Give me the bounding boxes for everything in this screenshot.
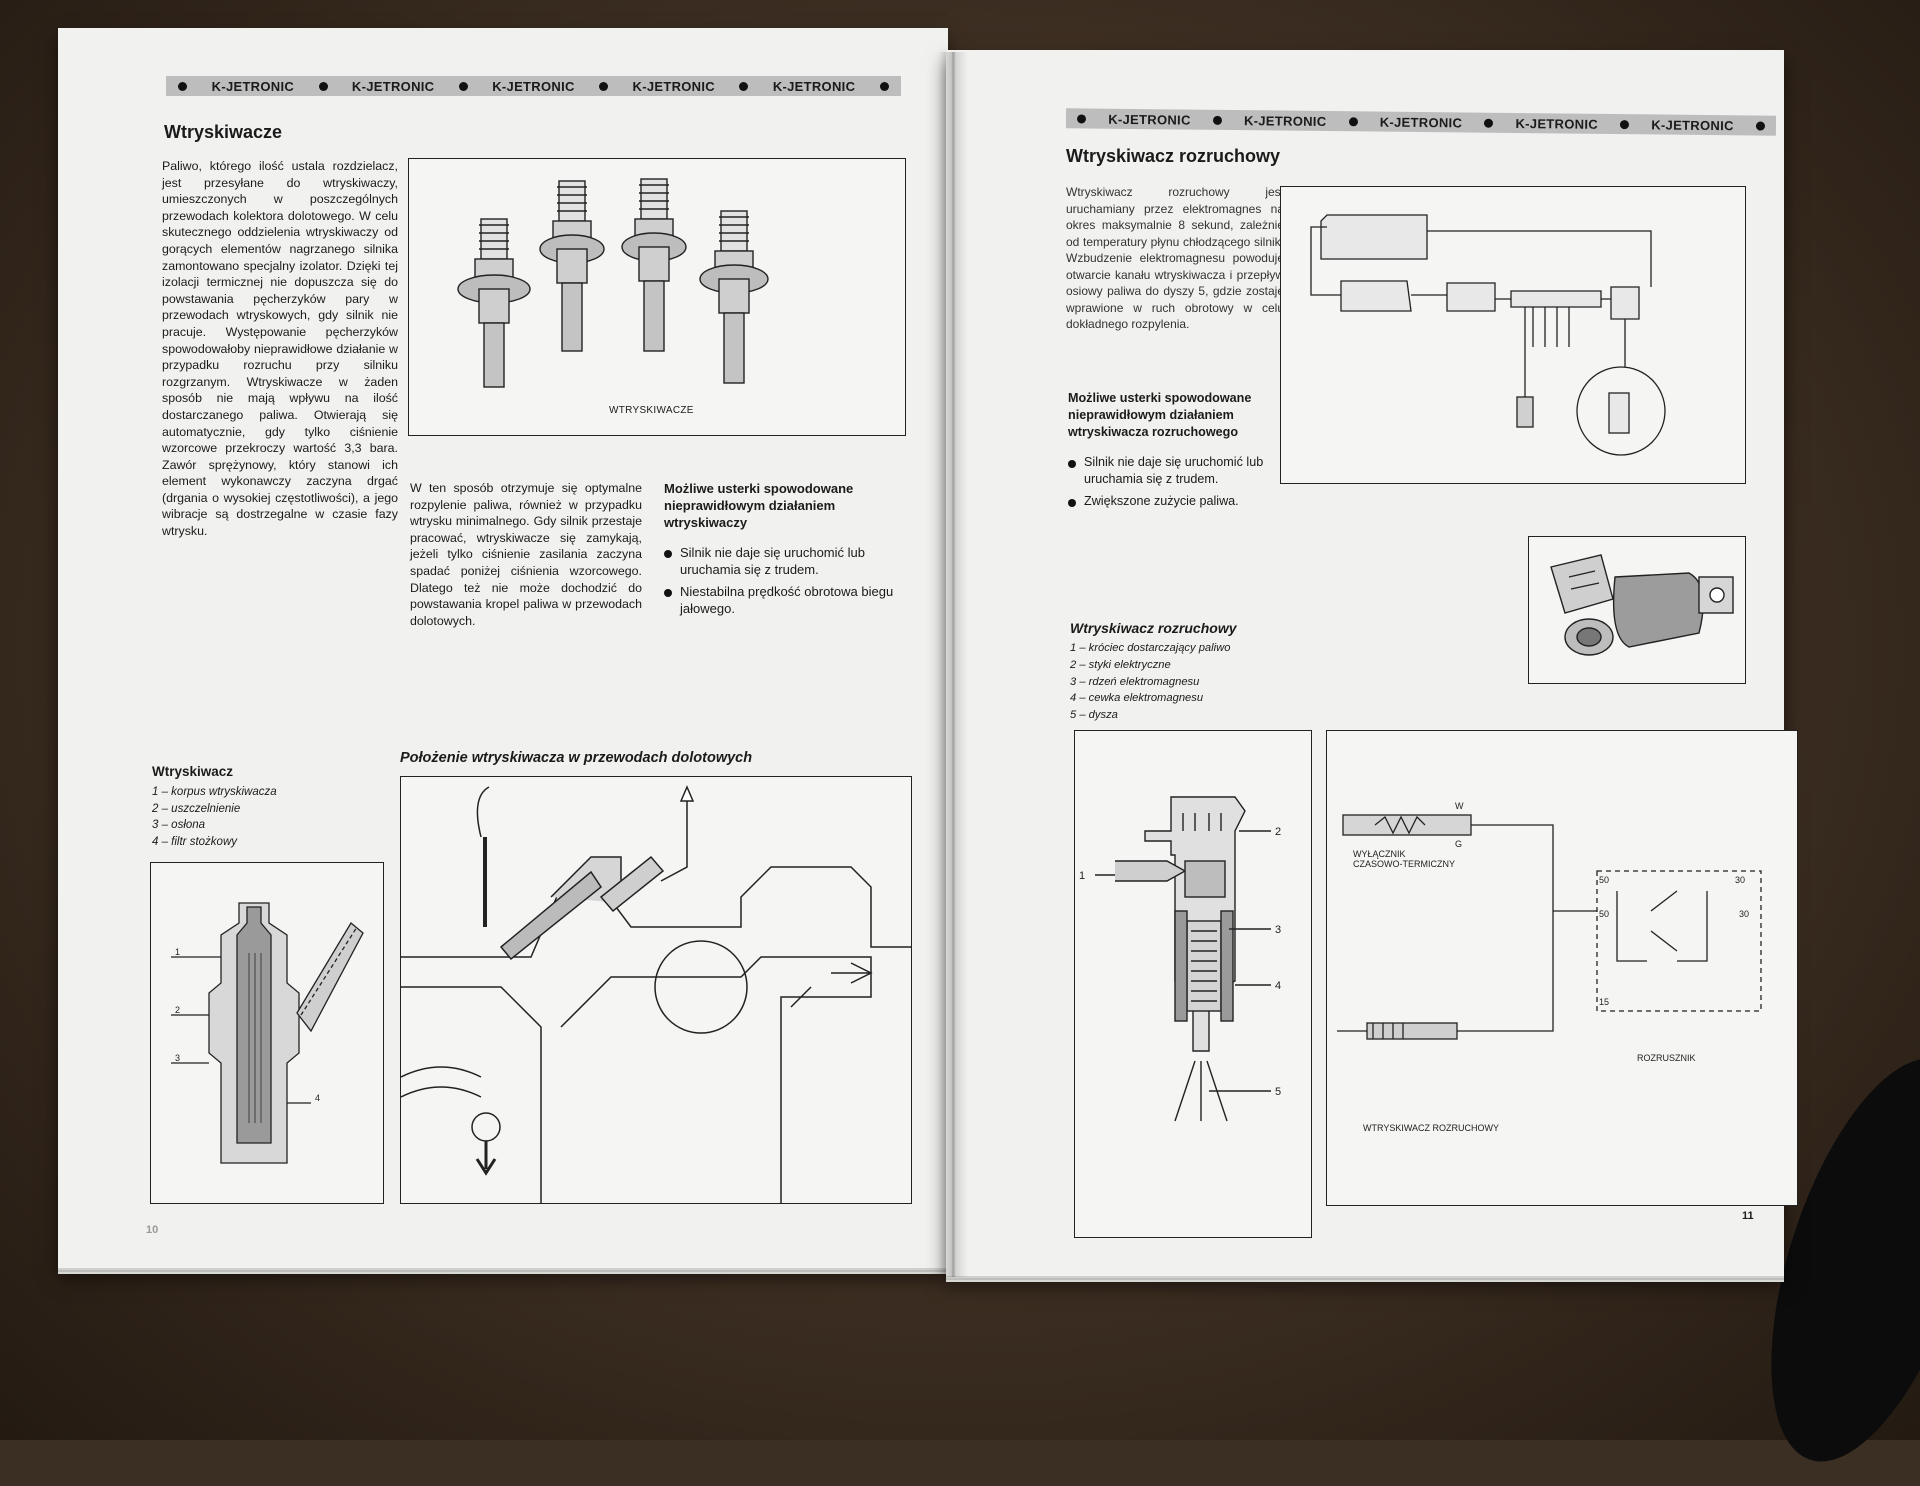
bullet-dot-icon <box>879 81 889 91</box>
right-page: K-JETRONIC K-JETRONIC K-JETRONIC K-JETRO… <box>946 50 1798 1276</box>
legend-item: 3 – osłona <box>152 819 206 831</box>
legend-item: 5 – dysza <box>1070 709 1118 722</box>
header-label: K-JETRONIC <box>1243 112 1327 129</box>
section-callout: 5 <box>1275 1086 1281 1098</box>
callout-4: 4 <box>315 1093 320 1103</box>
injector-drawing-1 <box>457 218 531 388</box>
faults-heading: Możliwe usterki spowodowane nieprawidłow… <box>664 481 854 530</box>
bullet-dot-icon <box>318 81 328 91</box>
body-column-2: W ten sposób otrzymuje się optymalne roz… <box>410 481 642 628</box>
bullet-dot-icon <box>1755 121 1765 131</box>
legend-list: 1 – korpus wtryskiwacza 2 – uszczelnieni… <box>152 784 277 850</box>
callout-2: 2 <box>175 1005 180 1015</box>
starter-injector-photo <box>1528 536 1746 684</box>
body-text: Wtryskiwacz rozruchowy jest uruchamiany … <box>1066 185 1284 331</box>
callout-1: 1 <box>175 947 180 957</box>
bullet-dot-icon <box>458 81 468 91</box>
header-label: K-JETRONIC <box>1108 111 1191 128</box>
legend-item: 2 – styki elektryczne <box>1070 658 1171 671</box>
faults-list: Silnik nie daje się uruchomić lub urucha… <box>1066 454 1298 515</box>
book-gutter <box>938 52 968 1277</box>
open-booklet: K-JETRONIC K-JETRONIC K-JETRONIC K-JETRO… <box>58 22 1798 1277</box>
starter-injector-section-drawing: 1 2 3 4 5 <box>1079 796 1281 1122</box>
faults-heading: Możliwe usterki spowodowane nieprawidłow… <box>1068 391 1252 439</box>
fuel-system-schematic <box>1280 186 1746 484</box>
fault-item: Silnik nie daje się uruchomić lub urucha… <box>662 544 902 578</box>
header-label: K-JETRONIC <box>632 78 715 94</box>
terminal-w: W <box>1455 801 1464 811</box>
injectors-photo: WTRYSKIWACZE <box>408 158 906 436</box>
legend-item: 4 – filtr stożkowy <box>152 835 237 848</box>
injector-drawing-3 <box>621 178 687 352</box>
intake-position-figure <box>400 776 912 1204</box>
faults-list: Silnik nie daje się uruchomić lub urucha… <box>662 544 902 622</box>
terminal-50: 50 <box>1599 875 1609 885</box>
injector-label: WTRYSKIWACZ ROZRUCHOWY <box>1363 1123 1499 1133</box>
injectors-illustration <box>457 178 769 388</box>
page-number: 10 <box>146 1224 159 1236</box>
header-band-left: K-JETRONIC K-JETRONIC K-JETRONIC K-JETRO… <box>166 76 901 96</box>
wiring-diagram-figure: W G WYŁĄCZNIK CZASOWO-TERMICZNY 50 50 30… <box>1326 730 1798 1206</box>
callout-3: 3 <box>175 1053 180 1063</box>
header-label: K-JETRONIC <box>1379 114 1463 130</box>
position-figure-heading: Położenie wtryskiwacza w przewodach dolo… <box>400 750 753 766</box>
terminal-30: 30 <box>1739 909 1749 919</box>
terminal-30: 30 <box>1735 875 1745 885</box>
legend-item: 2 – uszczelnienie <box>152 802 241 815</box>
legend-list: 1 – króciec dostarczający paliwo 2 – sty… <box>1070 640 1230 724</box>
header-label: K-JETRONIC <box>492 78 575 94</box>
header-label: K-JETRONIC <box>772 78 856 94</box>
bullet-dot-icon <box>178 81 188 91</box>
legend-item: 1 – korpus wtryskiwacza <box>152 786 277 798</box>
header-label: K-JETRONIC <box>1651 116 1734 133</box>
page-title: Wtryskiwacz rozruchowy <box>1066 146 1281 166</box>
legend-item: 4 – cewka elektromagnesu <box>1070 692 1204 705</box>
bullet-dot-icon <box>1212 115 1222 125</box>
photo-caption: WTRYSKIWACZE <box>609 405 694 416</box>
bullet-dot-icon <box>599 81 609 91</box>
bullet-dot-icon <box>1348 116 1358 126</box>
legend-item: 3 – rdzeń elektromagnesu <box>1070 675 1200 688</box>
terminal-g: G <box>1455 839 1462 849</box>
page-number: 11 <box>1742 1210 1754 1222</box>
bullet-dot-icon <box>1620 119 1630 129</box>
bullet-dot-icon <box>1077 113 1087 123</box>
header-label: K-JETRONIC <box>351 78 435 94</box>
starter-injector-illustration <box>1550 554 1734 656</box>
fault-item: Zwiększone zużycie paliwa. <box>1066 493 1298 510</box>
legend-item: 1 – króciec dostarczający paliwo <box>1070 642 1231 654</box>
header-label: K-JETRONIC <box>1515 115 1599 132</box>
section-callout: 2 <box>1275 826 1281 838</box>
header-label: K-JETRONIC <box>211 78 295 94</box>
injector-drawing-2 <box>539 180 605 352</box>
section-callout: 3 <box>1275 924 1281 936</box>
fault-item: Niestabilna prędkość obrotowa biegu jało… <box>662 583 902 617</box>
starter-label: ROZRUSZNIK <box>1637 1053 1696 1063</box>
section-callout: 1 <box>1079 870 1085 882</box>
injector-section-drawing: 1 2 3 4 <box>171 902 364 1164</box>
fault-item: Silnik nie daje się uruchomić lub urucha… <box>1066 454 1298 488</box>
intake-position-drawing <box>401 785 911 1203</box>
starter-injector-section-figure: 1 2 3 4 5 <box>1074 730 1312 1238</box>
switch-label-line-2: CZASOWO-TERMICZNY <box>1353 859 1455 869</box>
terminal-15: 15 <box>1599 997 1609 1007</box>
body-column-1: Paliwo, którego ilość ustala rozdzielacz… <box>162 159 398 539</box>
fuel-system-drawing <box>1310 214 1666 456</box>
page-title: Wtryskiwacze <box>164 122 283 142</box>
bullet-dot-icon <box>1484 118 1494 128</box>
injector-drawing-4 <box>699 210 769 384</box>
bullet-dot-icon <box>739 81 749 91</box>
terminal-50: 50 <box>1599 909 1609 919</box>
injector-section-figure: 1 2 3 4 <box>150 862 384 1204</box>
legend-heading: Wtryskiwacz rozruchowy <box>1070 620 1237 636</box>
left-page: K-JETRONIC K-JETRONIC K-JETRONIC K-JETRO… <box>58 28 948 1268</box>
switch-label: WYŁĄCZNIK <box>1353 849 1406 859</box>
section-callout: 4 <box>1275 980 1281 992</box>
legend-heading: Wtryskiwacz <box>152 764 234 779</box>
header-band-right: K-JETRONIC K-JETRONIC K-JETRONIC K-JETRO… <box>1065 108 1777 136</box>
wiring-diagram-drawing: W G WYŁĄCZNIK CZASOWO-TERMICZNY 50 50 30… <box>1337 801 1762 1133</box>
